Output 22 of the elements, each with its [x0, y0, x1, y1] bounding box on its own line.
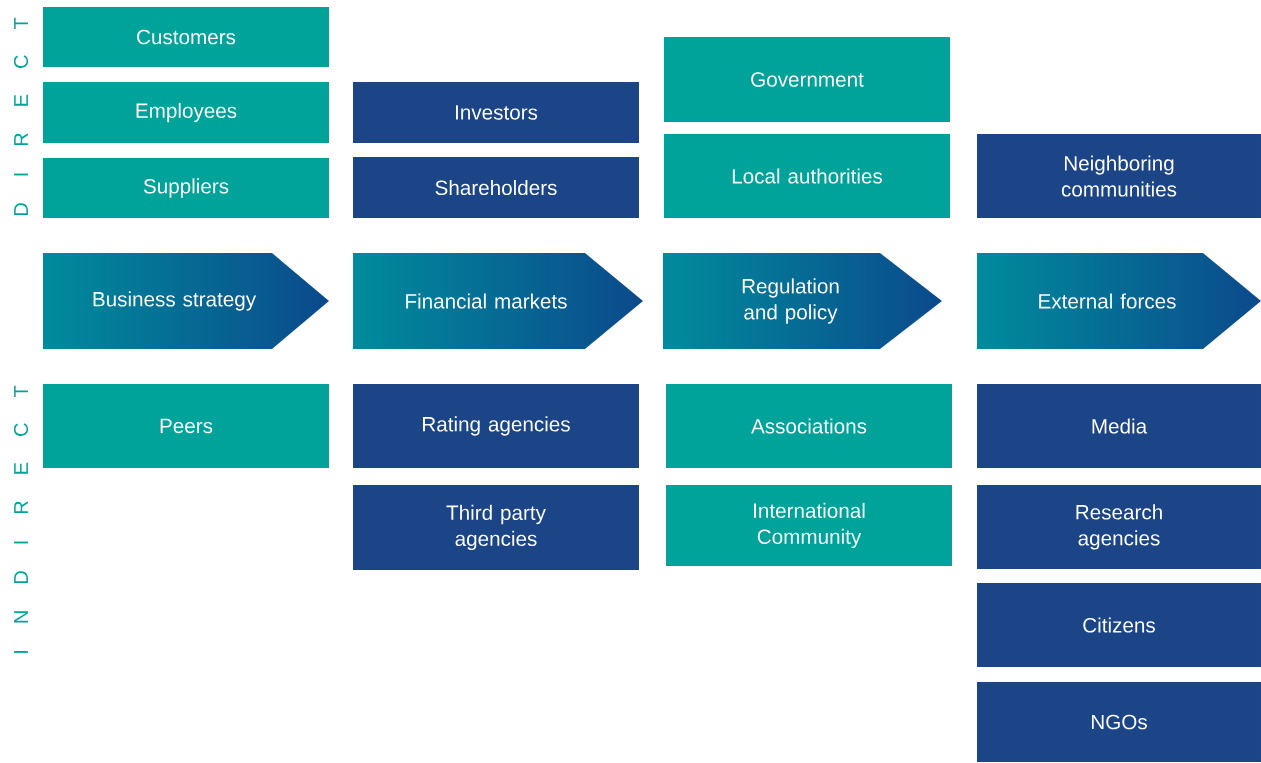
stakeholder-box: NGOs	[977, 682, 1261, 762]
stakeholder-box: Shareholders	[353, 157, 639, 218]
stakeholder-box: Neighboring communities	[977, 134, 1261, 218]
stakeholder-box: Local authorities	[664, 134, 950, 218]
chevron-arrow: Business strategy	[93, 291, 257, 311]
chevron-arrow: Regulation and policy	[742, 278, 839, 324]
chevron-arrow: Financial markets	[406, 293, 567, 309]
stakeholder-box: International Community	[666, 485, 952, 566]
stakeholder-box: Investors	[353, 82, 639, 143]
stakeholder-box: Customers	[43, 7, 329, 67]
stakeholder-box: Suppliers	[43, 158, 329, 218]
stakeholder-box: Associations	[666, 384, 952, 468]
stakeholder-box: Rating agencies	[353, 384, 639, 468]
stakeholder-box: Government	[664, 37, 950, 122]
stakeholder-box: Media	[977, 384, 1261, 468]
chevron-arrow: External forces	[1039, 293, 1176, 309]
stakeholder-box: Third party agencies	[353, 485, 639, 570]
stakeholder-box: Peers	[43, 384, 329, 468]
vertical-label: D I R E C T	[13, 17, 29, 216]
stakeholder-box: Research agencies	[977, 485, 1261, 569]
stakeholder-box: Citizens	[977, 583, 1261, 667]
stakeholder-box: Employees	[43, 82, 329, 143]
